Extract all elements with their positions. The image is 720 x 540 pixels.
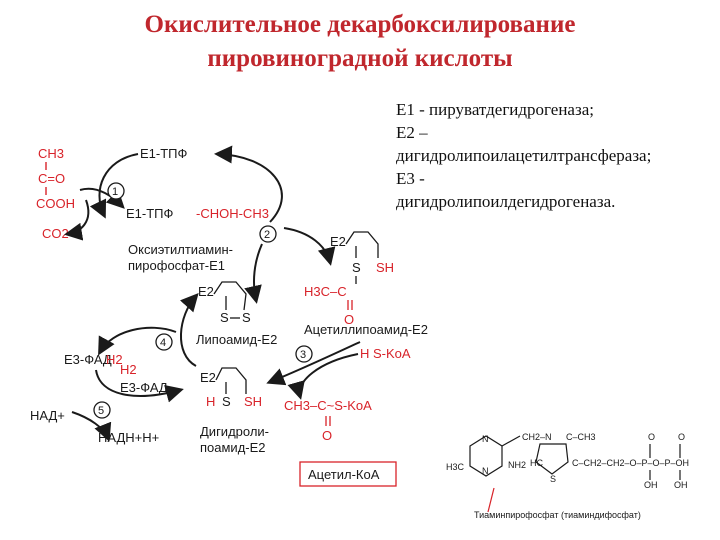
acetyl-coa-box bbox=[299, 461, 397, 487]
pyruvate-carbonyl: C=O bbox=[38, 171, 65, 186]
step-4-label: 4 bbox=[160, 337, 166, 349]
choh-ch3-label: -CHOH-CH3 bbox=[196, 206, 269, 221]
reoxidation-arrow bbox=[179, 293, 199, 367]
oxyethyl-label-2: пирофосфат-Е1 bbox=[128, 258, 225, 273]
hs-coa-label: H S-KoA bbox=[360, 346, 411, 361]
acetyl-o-label: O bbox=[344, 312, 354, 327]
e1-tpp-bound-label: E1-ТПФ bbox=[126, 206, 174, 221]
e3-regeneration-arrow bbox=[95, 369, 184, 403]
step-5-marker bbox=[93, 401, 111, 419]
dihydro-s-label: S bbox=[222, 394, 231, 409]
tpp-oh2: OH bbox=[674, 480, 688, 490]
lipoamide-label: Липоамид-Е2 bbox=[196, 332, 277, 347]
acetyl-chain-label: CH3–C~S-KoA bbox=[284, 398, 372, 413]
dihydro-label-2: поамид-Е2 bbox=[200, 440, 266, 455]
tpp-caption: Тиаминпирофосфат (тиаминдифосфат) bbox=[474, 510, 641, 520]
acetyllipoamide-label: Ацетиллипоамид-Е2 bbox=[304, 322, 428, 337]
acetyl-s-label: S bbox=[352, 260, 361, 275]
lipoamide-s2: S bbox=[242, 310, 251, 325]
dihydro-label-1: Дигидроли- bbox=[200, 424, 269, 439]
tpp-oh1: OH bbox=[644, 480, 658, 490]
dihydro-sh-label: SH bbox=[244, 394, 262, 409]
e3-fad-h2-label: H2 bbox=[106, 352, 123, 367]
step-2-marker bbox=[259, 225, 277, 243]
page-title: Окислительное декарбоксилирование пирови… bbox=[0, 8, 720, 76]
lipoamide-up-arrow bbox=[244, 243, 263, 304]
step-3-marker bbox=[295, 345, 313, 363]
co2-label: CO2 bbox=[42, 226, 69, 241]
e3-fad-ox-label: E3-ФАД bbox=[120, 380, 168, 395]
tpp-ch2: CH2–N bbox=[522, 432, 552, 442]
tpp-o2: O bbox=[678, 432, 685, 442]
pyruvate-entry-arrow bbox=[79, 187, 125, 209]
e1-tpp-label: E1-ТПФ bbox=[140, 146, 188, 161]
legend-e1: Е1 - пируватдегидрогеназа; bbox=[396, 100, 594, 119]
acetyl-coa-label: Ацетил-КоА bbox=[308, 467, 380, 482]
legend-e3-name: дигидролипоилдегидрогеназа. bbox=[396, 192, 616, 211]
tpp-structure: N N H3C NH2 CH2–N HC S C–CH3 C–CH2–CH2–O… bbox=[446, 432, 689, 520]
e2-acetyl-label: E2 bbox=[330, 234, 346, 249]
nad-label: НАД+ bbox=[30, 408, 65, 423]
legend-e3-head: Е3 - bbox=[396, 169, 425, 188]
co2-release-arrow bbox=[64, 199, 90, 241]
nad-arrow bbox=[71, 411, 112, 442]
cycle-arrow-2 bbox=[214, 145, 283, 223]
step-5-label: 5 bbox=[98, 405, 104, 417]
tpp-h3c: H3C bbox=[446, 462, 465, 472]
dihydro-h-label: H bbox=[206, 394, 215, 409]
legend-e2-name: дигидролипоилацетилтрансфераза; bbox=[396, 146, 652, 165]
title-line-2: пировиноградной кислоты bbox=[207, 45, 513, 72]
tpp-o1: O bbox=[648, 432, 655, 442]
step-4-marker bbox=[155, 333, 173, 351]
step-1-label: 1 bbox=[112, 186, 118, 198]
title-line-1: Окислительное декарбоксилирование bbox=[144, 11, 576, 38]
pyruvate: CH3 C=O COOH bbox=[36, 146, 75, 211]
tpp-hc: HC bbox=[530, 458, 543, 468]
pyruvate-ch3: CH3 bbox=[38, 146, 64, 161]
tpp-c-ch3: C–CH3 bbox=[566, 432, 596, 442]
enzyme-legend: Е1 - пируватдегидрогеназа; Е2 – дигидрол… bbox=[396, 98, 706, 213]
tpp-nh2: NH2 bbox=[508, 460, 526, 470]
acetyl-sh-label: SH bbox=[376, 260, 394, 275]
lipoamide-s1: S bbox=[220, 310, 229, 325]
step-3-arrow bbox=[266, 341, 361, 386]
e2-lipoamide-label: E2 bbox=[198, 284, 214, 299]
step-2-label: 2 bbox=[264, 229, 270, 241]
oxyethyl-label-1: Оксиэтилтиамин- bbox=[128, 242, 233, 257]
coa-entry-arrow bbox=[287, 353, 359, 400]
step-3-label: 3 bbox=[300, 349, 306, 361]
e2-dihydro-label: E2 bbox=[200, 370, 216, 385]
e3-reduction-arrow bbox=[98, 326, 177, 356]
nadh-label: НАДН+Н+ bbox=[98, 430, 159, 445]
h2-label: H2 bbox=[120, 362, 137, 377]
tpp-s: S bbox=[550, 474, 556, 484]
tpp-n2: N bbox=[482, 466, 489, 476]
cycle-arrow-1 bbox=[89, 153, 139, 219]
acetyl-h3c-label: H3C–C bbox=[304, 284, 347, 299]
tpp-chain: C–CH2–CH2–O–P–O–P–OH bbox=[572, 458, 689, 468]
step-1-marker bbox=[107, 182, 125, 200]
acyl-transfer-arrow bbox=[283, 227, 336, 266]
tpp-n1: N bbox=[482, 434, 489, 444]
e3-fad-label: E3-ФАД bbox=[64, 352, 112, 367]
acetyl-chain-o: O bbox=[322, 428, 332, 443]
pyruvate-cooh: COOH bbox=[36, 196, 75, 211]
legend-e2-head: Е2 – bbox=[396, 123, 428, 142]
